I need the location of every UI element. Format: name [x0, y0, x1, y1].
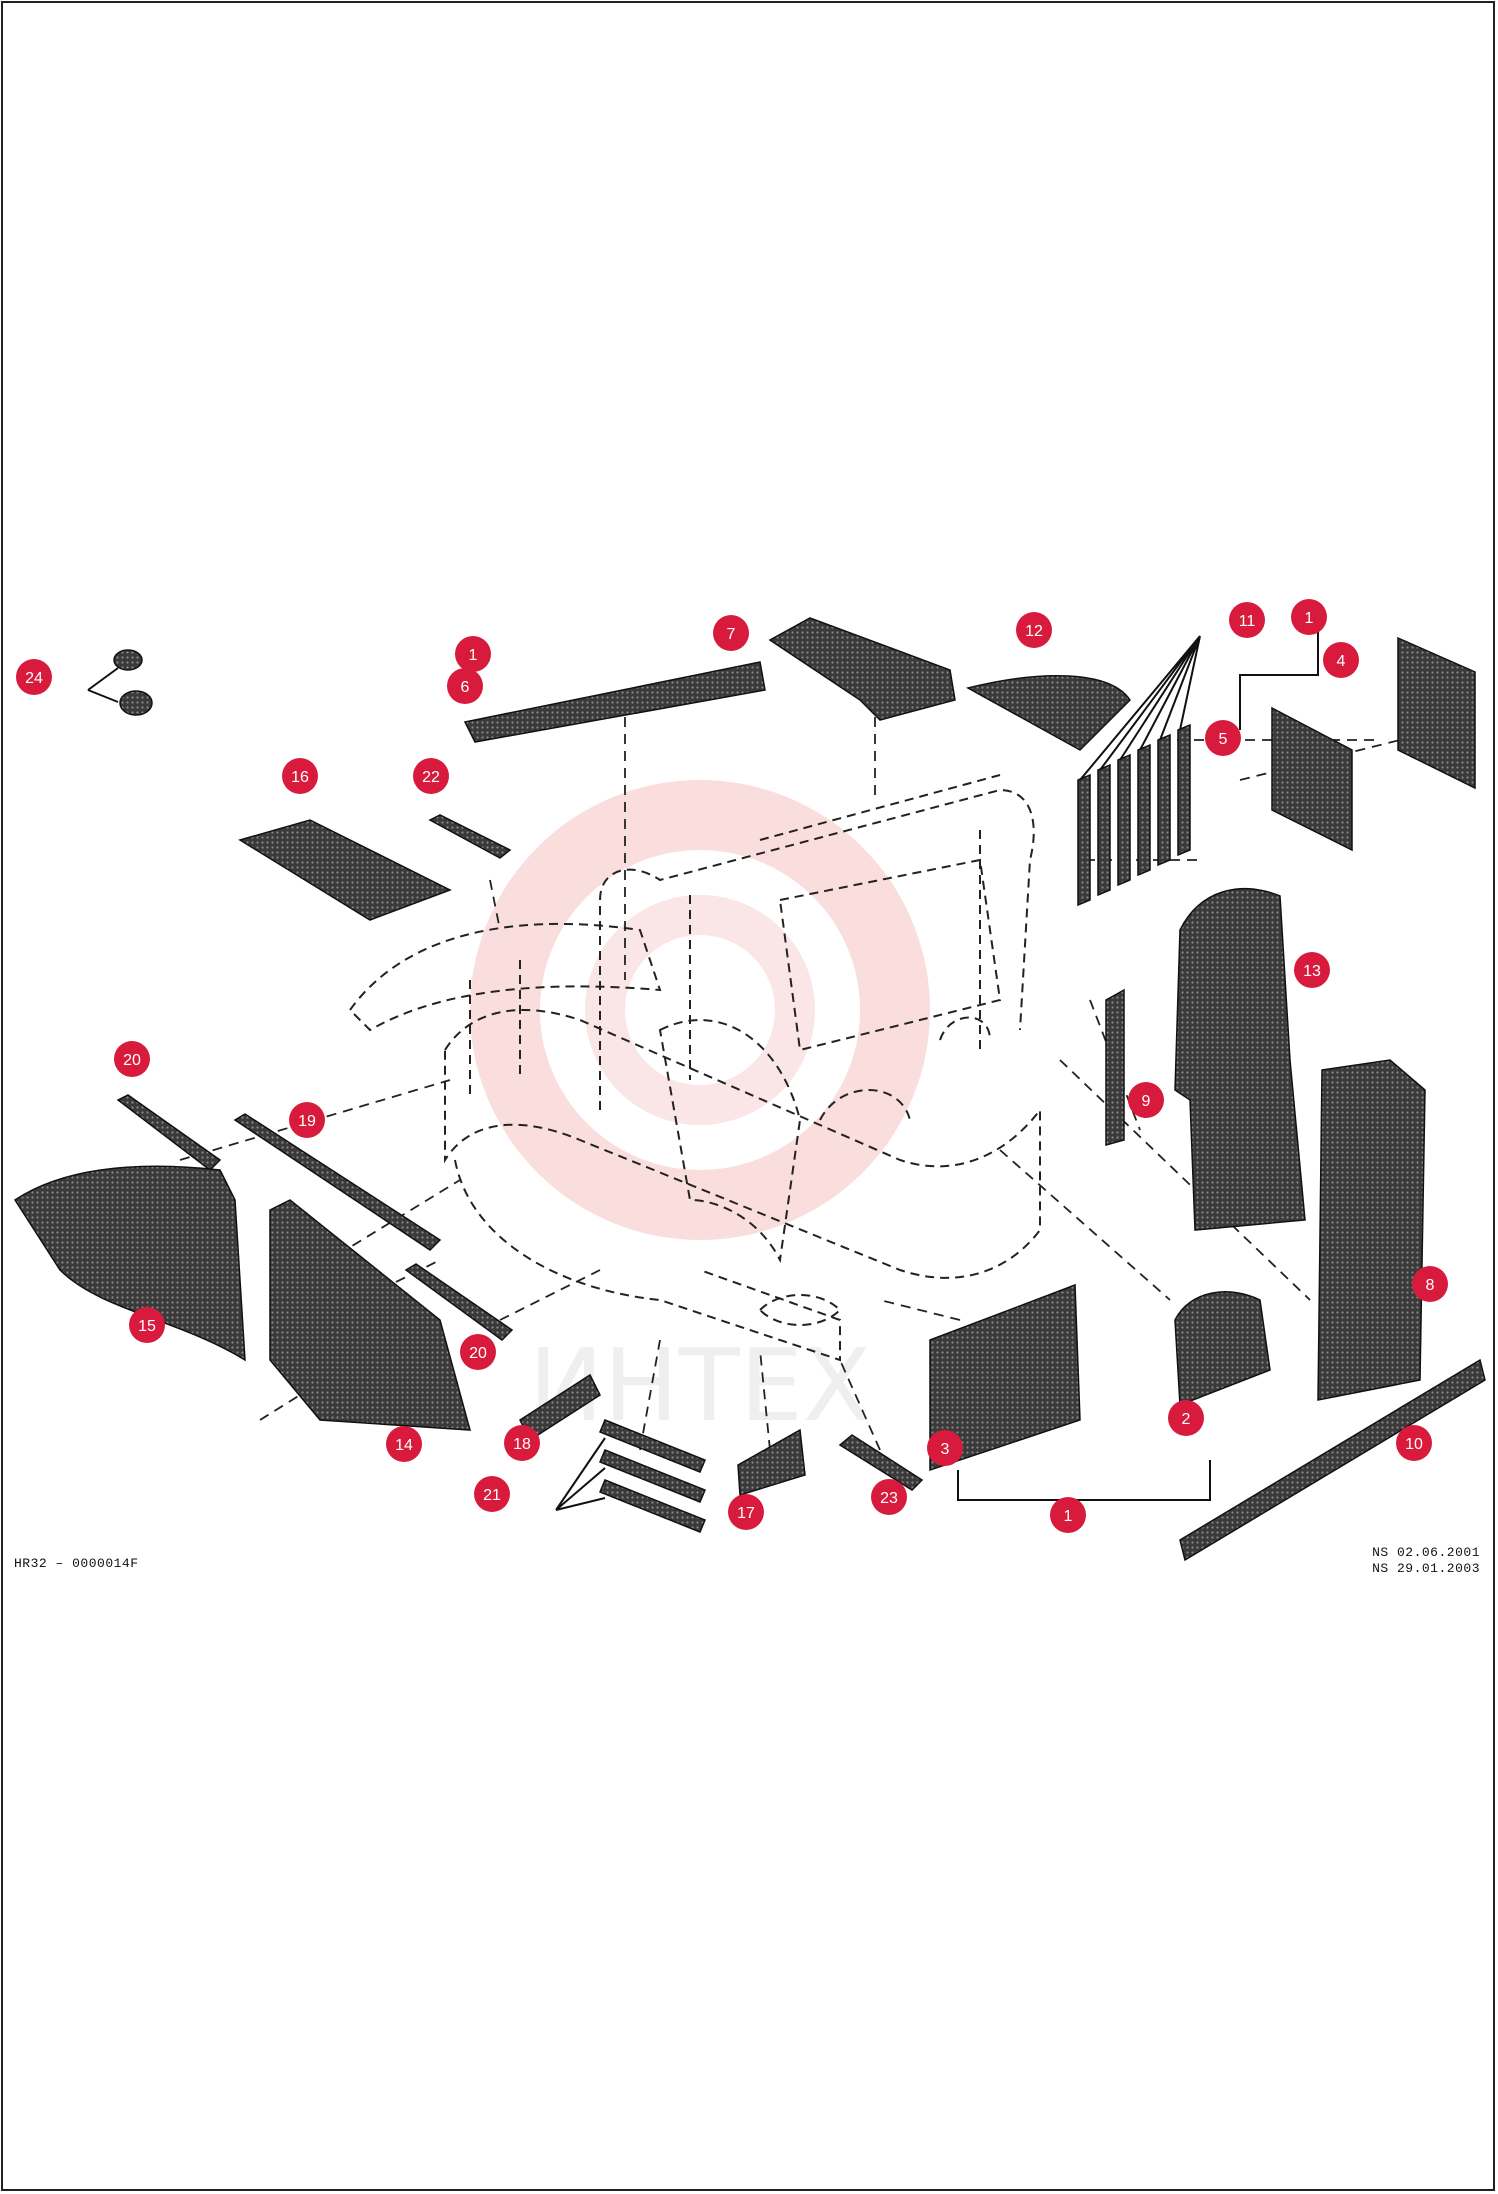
- callout-10: 10: [1396, 1425, 1432, 1461]
- callouts: 24 1 6 7 12 11 1 4 5 16 22 13 9 20 19 15…: [16, 599, 1448, 1533]
- callout-14: 14: [386, 1426, 422, 1462]
- svg-text:4: 4: [1337, 653, 1346, 670]
- svg-text:9: 9: [1142, 1093, 1151, 1110]
- pad-15: [13, 1165, 246, 1362]
- callout-7: 7: [713, 615, 749, 651]
- callout-15: 15: [129, 1307, 165, 1343]
- svg-text:1: 1: [469, 647, 478, 664]
- svg-text:8: 8: [1426, 1277, 1435, 1294]
- callout-20a: 20: [114, 1041, 150, 1077]
- pad-8: [1317, 1059, 1426, 1401]
- svg-text:16: 16: [291, 769, 309, 786]
- svg-text:17: 17: [737, 1505, 755, 1522]
- svg-text:20: 20: [469, 1345, 487, 1362]
- pad-9: [1105, 988, 1125, 1146]
- callout-20b: 20: [460, 1334, 496, 1370]
- callout-1c: 1: [1050, 1497, 1086, 1533]
- group-brackets: [87, 630, 1319, 1511]
- pad-17: [737, 1428, 806, 1496]
- pad-11e: [1157, 733, 1171, 867]
- pad-11d: [1137, 743, 1151, 877]
- callout-3: 3: [927, 1430, 963, 1466]
- revision-block: NS 02.06.2001 NS 29.01.2003: [1372, 1545, 1480, 1577]
- pad-23: [838, 1434, 924, 1491]
- machine-frame-outline: [348, 774, 1041, 1362]
- callout-1a: 1: [455, 636, 491, 672]
- pad-21a: [599, 1419, 706, 1473]
- pad-20b: [404, 1263, 514, 1341]
- svg-text:21: 21: [483, 1487, 501, 1504]
- pad-11c: [1117, 753, 1131, 887]
- callout-1b: 1: [1291, 599, 1327, 635]
- svg-text:22: 22: [422, 769, 440, 786]
- pad-19: [233, 1113, 442, 1251]
- callout-17: 17: [728, 1494, 764, 1530]
- pad-21c: [599, 1479, 706, 1533]
- svg-text:6: 6: [461, 679, 470, 696]
- callout-8: 8: [1412, 1266, 1448, 1302]
- pad-11b: [1097, 763, 1111, 897]
- callout-11: 11: [1229, 602, 1265, 638]
- pad-11a: [1077, 773, 1091, 907]
- pad-3: [929, 1283, 1081, 1472]
- pad-12: [965, 674, 1131, 751]
- svg-text:13: 13: [1303, 963, 1321, 980]
- svg-text:19: 19: [298, 1113, 316, 1130]
- callout-4: 4: [1323, 642, 1359, 678]
- pad-2: [1174, 1291, 1271, 1407]
- pad-22: [428, 814, 512, 859]
- svg-text:11: 11: [1239, 613, 1256, 630]
- svg-text:23: 23: [880, 1490, 898, 1507]
- callout-5: 5: [1205, 720, 1241, 756]
- svg-text:24: 24: [25, 670, 43, 687]
- callout-22: 22: [413, 758, 449, 794]
- callout-19: 19: [289, 1102, 325, 1138]
- pad-16: [238, 819, 452, 921]
- pad-6: [463, 661, 766, 743]
- svg-text:15: 15: [138, 1318, 156, 1335]
- pad-14: [269, 1199, 472, 1431]
- callout-9: 9: [1128, 1082, 1164, 1118]
- svg-text:20: 20: [123, 1052, 141, 1069]
- svg-text:12: 12: [1025, 623, 1043, 640]
- svg-text:7: 7: [727, 626, 736, 643]
- pad-24b: [119, 690, 153, 716]
- callout-21: 21: [474, 1476, 510, 1512]
- gasket-pads: [13, 617, 1486, 1562]
- svg-text:18: 18: [513, 1436, 531, 1453]
- callout-24: 24: [16, 659, 52, 695]
- svg-text:3: 3: [941, 1441, 950, 1458]
- callout-12: 12: [1016, 612, 1052, 648]
- pad-21b: [599, 1449, 706, 1503]
- pad-10: [1179, 1358, 1486, 1562]
- pad-4: [1397, 636, 1476, 790]
- pad-20a: [116, 1094, 222, 1171]
- watermark: ИНТЕХ: [470, 780, 930, 1444]
- pad-5: [1271, 706, 1353, 852]
- callout-2: 2: [1168, 1400, 1204, 1436]
- callout-6: 6: [447, 668, 483, 704]
- svg-text:1: 1: [1305, 610, 1314, 627]
- svg-text:10: 10: [1405, 1436, 1423, 1453]
- callout-18: 18: [504, 1425, 540, 1461]
- callout-13: 13: [1294, 952, 1330, 988]
- svg-text:5: 5: [1219, 731, 1228, 748]
- svg-text:14: 14: [395, 1437, 413, 1454]
- pad-11f: [1177, 723, 1191, 857]
- drawing-code: HR32 – 0000014F: [14, 1556, 139, 1571]
- callout-23: 23: [871, 1479, 907, 1515]
- revision-1: NS 02.06.2001: [1372, 1545, 1480, 1560]
- callout-16: 16: [282, 758, 318, 794]
- revision-2: NS 29.01.2003: [1372, 1561, 1480, 1576]
- svg-text:1: 1: [1064, 1508, 1073, 1525]
- pad-24a: [113, 649, 143, 671]
- svg-text:2: 2: [1182, 1411, 1191, 1428]
- pad-13: [1174, 888, 1306, 1231]
- pad-7: [768, 617, 956, 721]
